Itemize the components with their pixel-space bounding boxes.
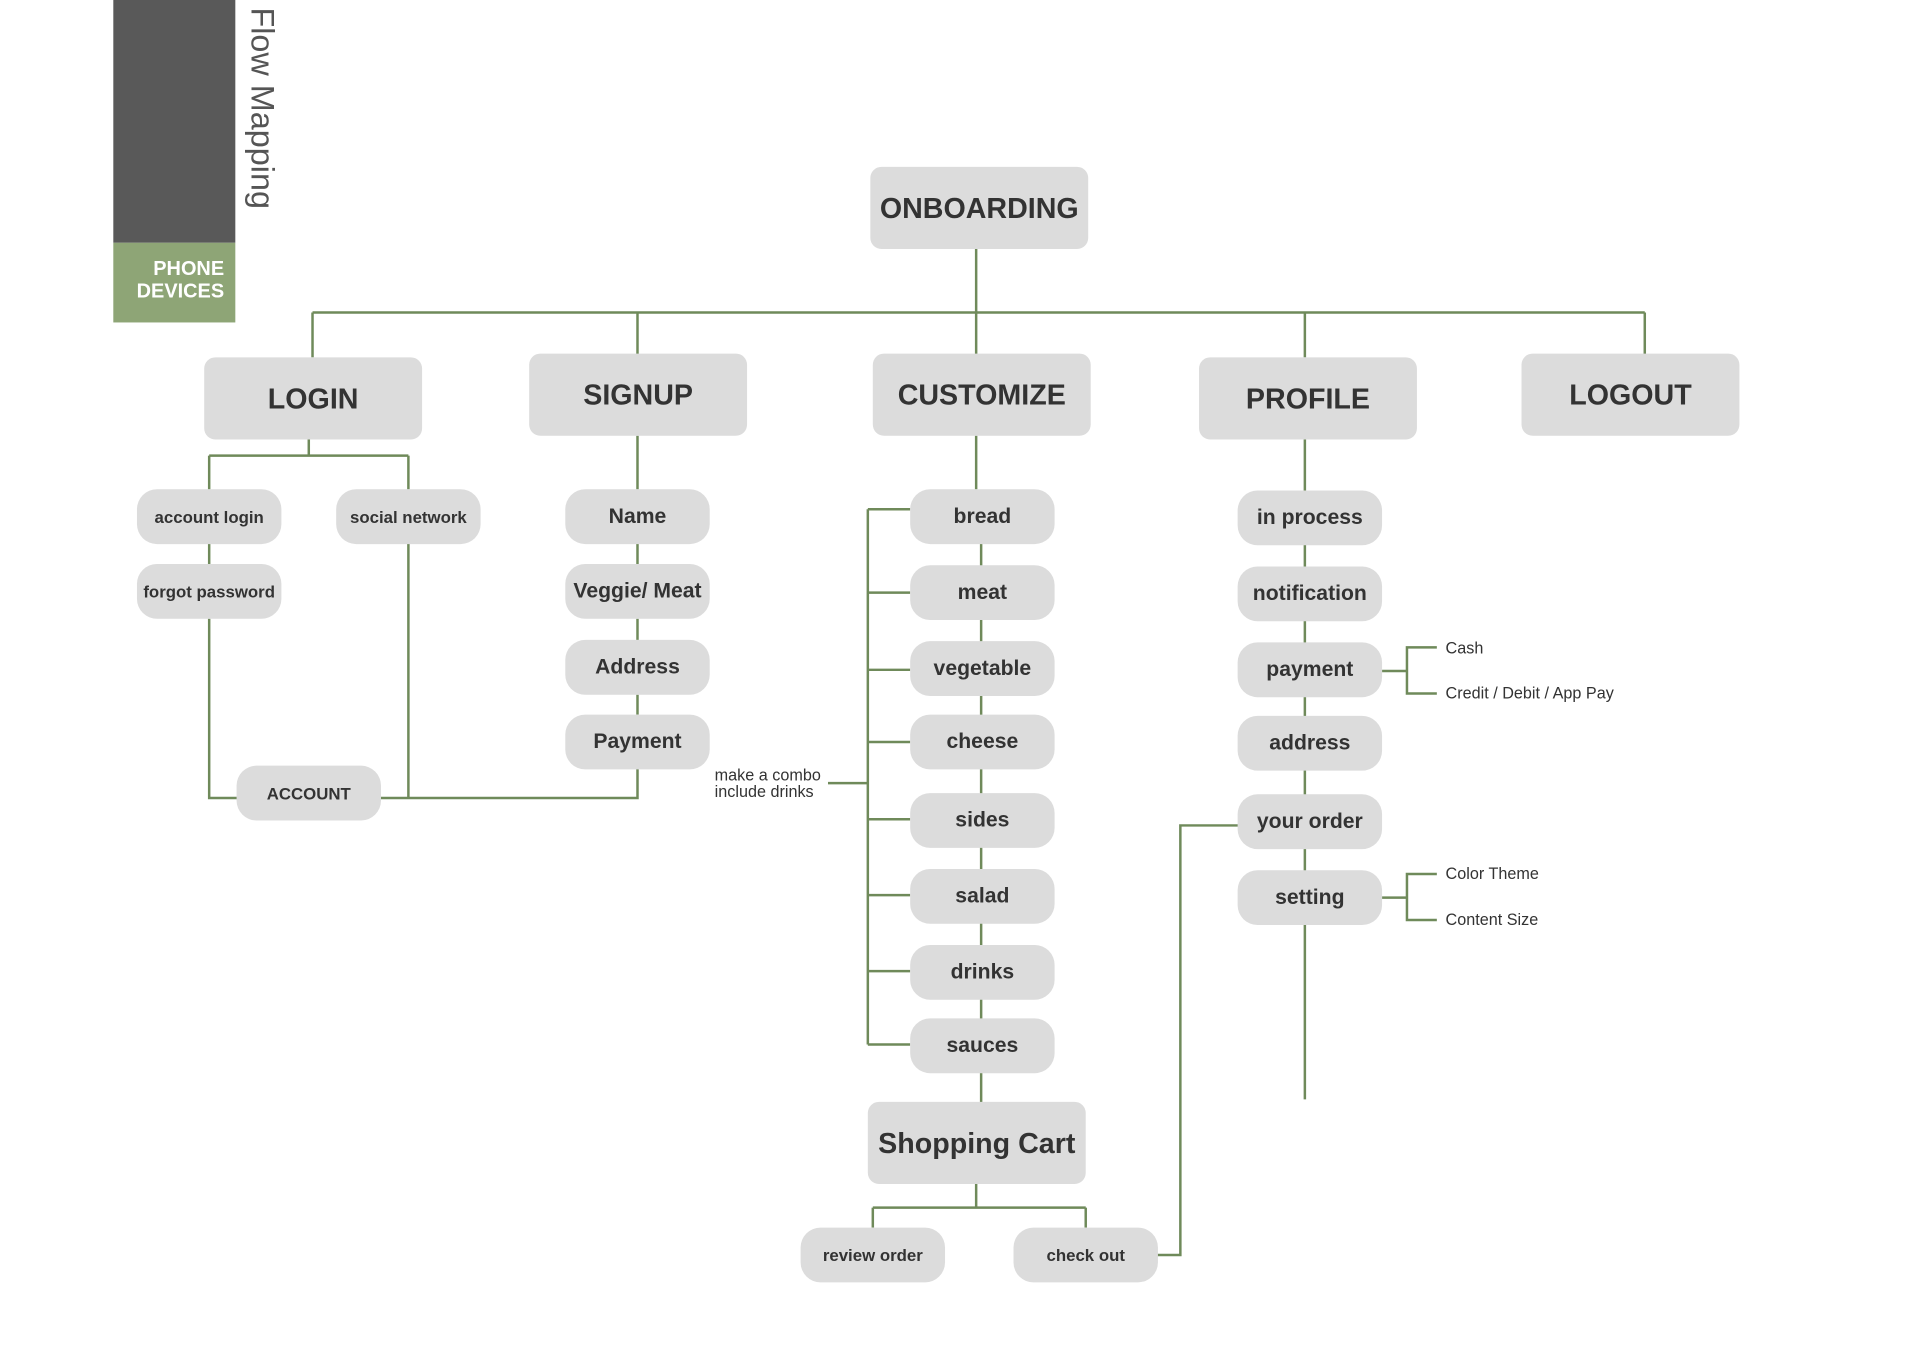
sidebar-panel [113, 0, 236, 243]
social-network-node: social network [336, 489, 481, 545]
review-order-node: review order [800, 1227, 946, 1283]
forgot-password-node: forgot password [136, 563, 282, 619]
shopping-cart-node: Shopping Cart [867, 1101, 1086, 1184]
login-node: LOGIN [204, 357, 423, 440]
signup-item-name: Name [565, 489, 710, 545]
customize-item-meat: meat [910, 565, 1055, 621]
payment-option-credit: Credit / Debit / App Pay [1445, 683, 1614, 703]
customize-item-bread: bread [910, 489, 1055, 545]
customize-item-sauces: sauces [910, 1018, 1055, 1074]
account-login-node: account login [136, 489, 282, 545]
profile-item-in-process: in process [1237, 490, 1383, 546]
combo-note-line2: include drinks [714, 781, 814, 801]
profile-item-payment: payment [1237, 642, 1383, 698]
customize-item-salad: salad [910, 869, 1055, 924]
customize-item-cheese: cheese [910, 714, 1055, 770]
device-category-label: PHONE DEVICES [113, 242, 236, 323]
payment-option-cash: Cash [1445, 638, 1484, 658]
customize-node: CUSTOMIZE [872, 353, 1091, 436]
onboarding-node: ONBOARDING [870, 166, 1089, 249]
device-category-text: PHONE DEVICES [136, 258, 225, 303]
customize-item-vegetable: vegetable [910, 641, 1055, 696]
signup-item-veggie-meat: Veggie/ Meat [565, 563, 710, 619]
signup-node: SIGNUP [529, 353, 748, 436]
customize-item-sides: sides [910, 793, 1055, 848]
account-node: ACCOUNT [236, 765, 382, 821]
check-out-node: check out [1013, 1227, 1158, 1283]
page-title: Flow Mapping [244, 7, 282, 209]
profile-item-your-order: your order [1237, 794, 1383, 850]
combo-note-line1: make a combo [714, 765, 821, 785]
customize-item-drinks: drinks [910, 944, 1055, 1000]
setting-option-color-theme: Color Theme [1445, 864, 1539, 883]
logout-node: LOGOUT [1521, 353, 1740, 436]
combo-note: make a combo include drinks [715, 767, 821, 799]
signup-item-address: Address [565, 639, 710, 695]
profile-node: PROFILE [1199, 357, 1417, 440]
profile-item-setting: setting [1237, 870, 1383, 926]
profile-item-notification: notification [1237, 566, 1383, 622]
setting-option-content-size: Content Size [1445, 910, 1539, 929]
signup-item-payment: Payment [565, 714, 710, 770]
profile-item-address: address [1237, 715, 1383, 771]
